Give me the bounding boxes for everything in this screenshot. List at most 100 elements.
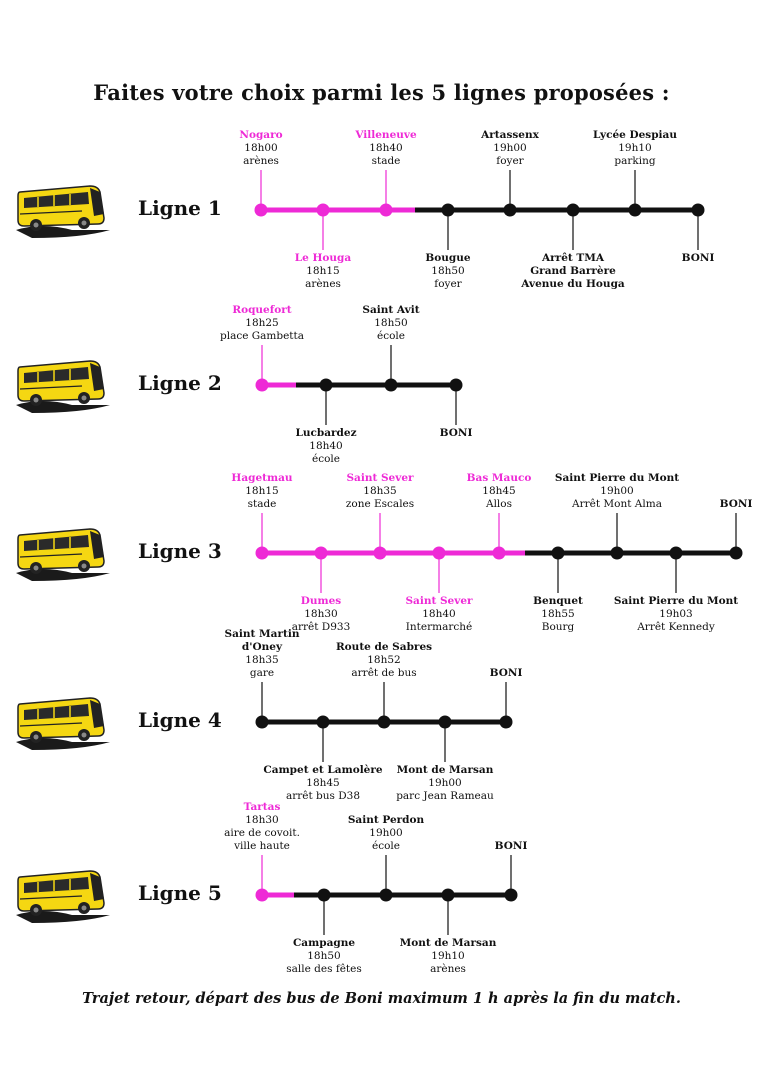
stop-name: Dumes — [300, 595, 342, 607]
stop-name: Lycée Despiau — [593, 129, 677, 141]
return-trip-note: Trajet retour, départ des bus de Boni ma… — [82, 990, 681, 1007]
stop-detail: 18h15 — [306, 265, 340, 277]
bus-icon — [12, 863, 112, 923]
stop-detail: école — [377, 330, 405, 342]
stop-name: Hagetmau — [231, 472, 293, 484]
stop-name: Lucbardez — [295, 427, 357, 439]
stop-detail: arrêt D933 — [291, 621, 351, 633]
stop-detail: foyer — [496, 155, 524, 167]
route-diagram — [255, 345, 463, 425]
stop-marker — [691, 203, 705, 217]
stop-detail: Arrêt Kennedy — [637, 621, 715, 633]
stop-marker — [255, 378, 269, 392]
stop-name: Nogaro — [239, 129, 283, 141]
stop-marker — [316, 715, 330, 729]
line-label: Ligne 3 — [138, 539, 222, 563]
stop-detail: 19h10 — [618, 142, 652, 154]
route-diagram — [255, 682, 513, 762]
stop-detail: école — [371, 840, 400, 852]
stop-marker — [379, 888, 393, 902]
stop-name: Campet et Lamolère — [263, 764, 383, 776]
stop-detail: aire de covoit. — [224, 827, 300, 839]
stop-marker — [499, 715, 513, 729]
stop-name: Saint Martin — [224, 628, 300, 640]
stop-marker — [441, 888, 455, 902]
stop-marker — [319, 378, 333, 392]
stop-detail: Grand Barrère — [530, 265, 616, 277]
stop-name: Saint Pierre du Mont — [613, 595, 739, 607]
stop-marker — [492, 546, 506, 560]
stop-marker — [628, 203, 642, 217]
stop-detail: Avenue du Houga — [521, 278, 625, 290]
stop-name: Saint Pierre du Mont — [554, 472, 680, 484]
stop-name: Mont de Marsan — [399, 937, 497, 949]
stop-marker — [504, 888, 518, 902]
stop-name: Bas Mauco — [466, 472, 532, 484]
stop-detail: zone Escales — [345, 498, 415, 510]
stop-detail: foyer — [434, 278, 462, 290]
stop-marker — [379, 203, 393, 217]
stop-label: BONI — [495, 840, 528, 853]
stop-name: Roquefort — [232, 304, 292, 316]
stop-name: Tartas — [243, 801, 281, 813]
stop-marker — [255, 715, 269, 729]
line-label: Ligne 5 — [138, 881, 222, 905]
stop-detail: 18h50 — [374, 317, 408, 329]
stop-detail: ville haute — [234, 840, 290, 852]
stop-name: Route de Sabres — [335, 641, 433, 653]
stop-detail: 19h00 — [600, 485, 634, 497]
stop-name: Saint Sever — [346, 472, 414, 484]
stop-name: BONI — [681, 252, 715, 264]
stop-detail: arènes — [243, 155, 279, 167]
page-title: Faites votre choix parmi les 5 lignes pr… — [93, 80, 670, 105]
stop-detail: 18h15 — [245, 485, 279, 497]
bus-icon — [12, 690, 112, 750]
stop-name: BONI — [489, 667, 523, 679]
stop-marker — [610, 546, 624, 560]
stop-name: BONI — [439, 427, 473, 439]
stop-detail: 19h00 — [428, 777, 462, 789]
stop-label: BONI — [720, 498, 753, 511]
stop-detail: Arrêt Mont Alma — [572, 498, 662, 510]
stop-detail: 18h30 — [245, 814, 279, 826]
stop-detail: 18h35 — [363, 485, 397, 497]
stop-marker — [317, 888, 331, 902]
stop-detail: 18h50 — [431, 265, 465, 277]
stop-marker — [316, 203, 330, 217]
stop-detail: 19h00 — [369, 827, 403, 839]
stop-detail: Intermarché — [405, 621, 473, 633]
line-label: Ligne 2 — [138, 371, 222, 395]
line-label: Ligne 4 — [138, 708, 222, 732]
stop-detail: place Gambetta — [219, 330, 305, 342]
stop-detail: parking — [614, 155, 656, 167]
stop-detail: Bourg — [541, 621, 575, 633]
stop-marker — [384, 378, 398, 392]
stop-detail: 18h55 — [541, 608, 575, 620]
stop-detail: 18h40 — [309, 440, 343, 452]
stop-marker — [254, 203, 268, 217]
stop-detail: Allos — [485, 498, 513, 510]
stop-detail: 18h52 — [367, 654, 401, 666]
stop-marker — [669, 546, 683, 560]
stop-detail: 18h40 — [422, 608, 456, 620]
stop-detail: parc Jean Rameau — [396, 790, 494, 802]
stop-marker — [255, 888, 269, 902]
stop-marker — [449, 378, 463, 392]
